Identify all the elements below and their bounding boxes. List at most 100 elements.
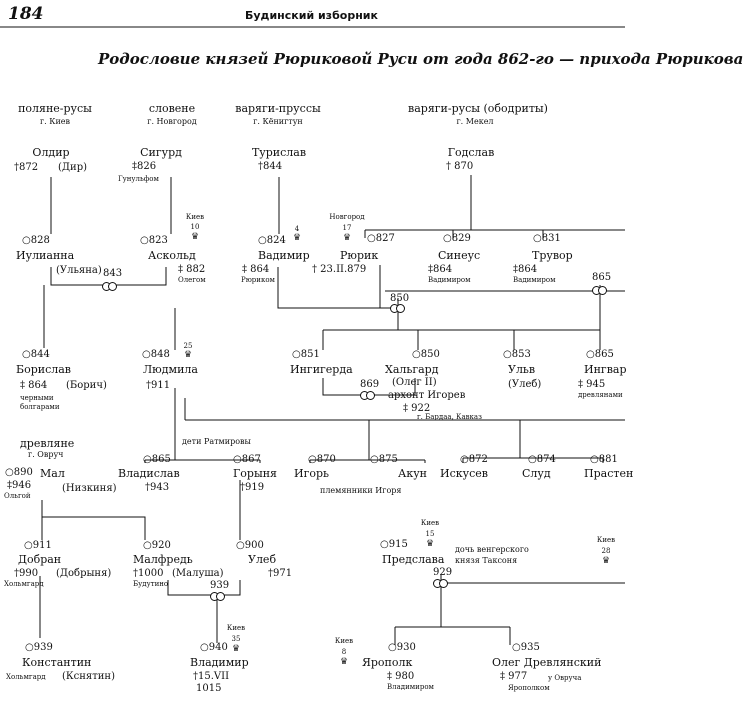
date: ‡ 977 [500,671,528,682]
birth: ○930 [388,642,416,653]
tribe-polyane: поляне-русы [18,102,92,115]
marriage-year: 939 [210,580,230,591]
person-oleg-drevlyansky: Олег Древлянский [492,656,602,669]
note: г. Бардаа, Кавказ [417,413,482,421]
date: ‡ 864 [242,264,270,275]
person-vladislav: Владислав [118,467,180,480]
person-vladimir: Владимир [190,656,249,669]
birth: ○870 [308,454,336,465]
birth: ○911 [24,540,52,551]
person-iulianna: Иулианна [16,249,75,262]
reign-city: Киев [334,637,354,645]
marriage-rings-icon [102,282,118,291]
birth: ○851 [292,349,320,360]
alias: (Добрыня) [56,568,112,579]
birth: ○827 [367,233,395,244]
reign-city: Киев [596,536,616,544]
person-oldir: Олдир [32,146,70,159]
birth: ○875 [370,454,398,465]
genealogy-page: { "header": {"page_number": "184", "runn… [0,5,743,694]
birth: ○850 [412,349,440,360]
date: †872 [14,162,39,173]
date: †844 [258,161,283,172]
note: Будутино [133,580,169,588]
date: ‡864 [428,264,453,275]
person-uleb: Улеб [248,553,277,566]
person-yaropolk: Ярополк [362,656,413,669]
marriage-rings-icon [433,579,449,588]
date: †919 [240,482,265,493]
person-goryinya: Горыня [233,467,277,480]
reign-years: 15 [425,530,435,538]
alias: (Борич) [66,380,107,391]
tribe-slovene: словене [148,102,196,115]
note: черными [20,394,54,402]
date: †990 [14,568,39,579]
note: древлянами [578,391,623,399]
marriage-year: 843 [103,268,123,279]
birth: ○940 [200,642,228,653]
alias: (Ульяна) [56,265,102,276]
person-predslava: Предслава [382,553,445,566]
date: 1015 [196,683,222,694]
birth: ○874 [528,454,556,465]
date: ‡ 882 [178,264,206,275]
person-sineus: Синеус [438,249,481,262]
date: ‡ 945 [578,379,606,390]
note-plemyanniki: племянники Игоря [320,486,402,495]
date: ‡ 980 [387,671,415,682]
person-prasten: Прастен [584,467,634,480]
note: Ольгой [4,492,31,500]
crown-icon: ♛ [292,233,302,243]
crown-icon: ♛ [339,657,349,667]
birth: ○844 [22,349,50,360]
person-ulv: Ульв [508,363,536,376]
note: болгарами [20,403,60,411]
birth: ○848 [142,349,170,360]
note: Хольмгард [4,580,44,588]
reign-years: 10 [190,223,200,231]
crown-icon: ♛ [425,539,435,549]
reign-city: Киев [226,624,246,632]
tribe-varyagi-rusy: варяги-русы (ободриты) [408,102,548,115]
birth: ○915 [380,539,408,550]
title: архонт Игорев [388,390,466,401]
birth: ○865 [586,349,614,360]
person-slud: Слуд [522,467,551,480]
note: Хольмгард [6,673,46,681]
reign-city: Киев [185,213,205,221]
person-ingigerda: Ингигерда [290,363,353,376]
birth: ○935 [512,642,540,653]
alias: (Малуша) [172,568,224,579]
person-ingvar: Ингвар [584,363,627,376]
birth: ○881 [590,454,618,465]
person-askold: Аскольд [148,249,196,262]
marriage-rings-icon [592,286,608,295]
person-truvor: Трувор [532,249,573,262]
note-deti-ratmirovy: дети Ратмировы [182,437,251,446]
person-dobran: Добран [18,553,62,566]
date: †1000 [133,568,164,579]
tribe-varyagi-prussy: варяги-пруссы [235,102,321,115]
person-ryurik: Рюрик [340,249,379,262]
alias: (Олег II) [392,377,437,388]
person-igor: Игорь [294,467,330,480]
tribe-drevlyane: древляне [20,437,75,450]
crown-icon: ♛ [601,556,611,566]
birth: ○829 [443,233,471,244]
crown-icon: ♛ [231,644,241,654]
birth: ○872 [460,454,488,465]
note: у Овруча [548,674,582,682]
note: Владимиром [387,683,434,691]
note: Гунульфом [118,175,159,183]
reign-years: 17 [342,224,352,232]
marriage-rings-icon [390,304,406,313]
date: †971 [268,568,293,579]
note-knyaz: князя Таксоня [455,556,518,565]
person-turislav: Турислав [251,146,307,159]
person-halgard: Хальгард [385,363,439,376]
marriage-rings-icon [210,592,226,601]
note: Олегом [178,276,206,284]
person-vadimir: Вадимир [258,249,310,262]
crown-icon: ♛ [342,233,352,243]
